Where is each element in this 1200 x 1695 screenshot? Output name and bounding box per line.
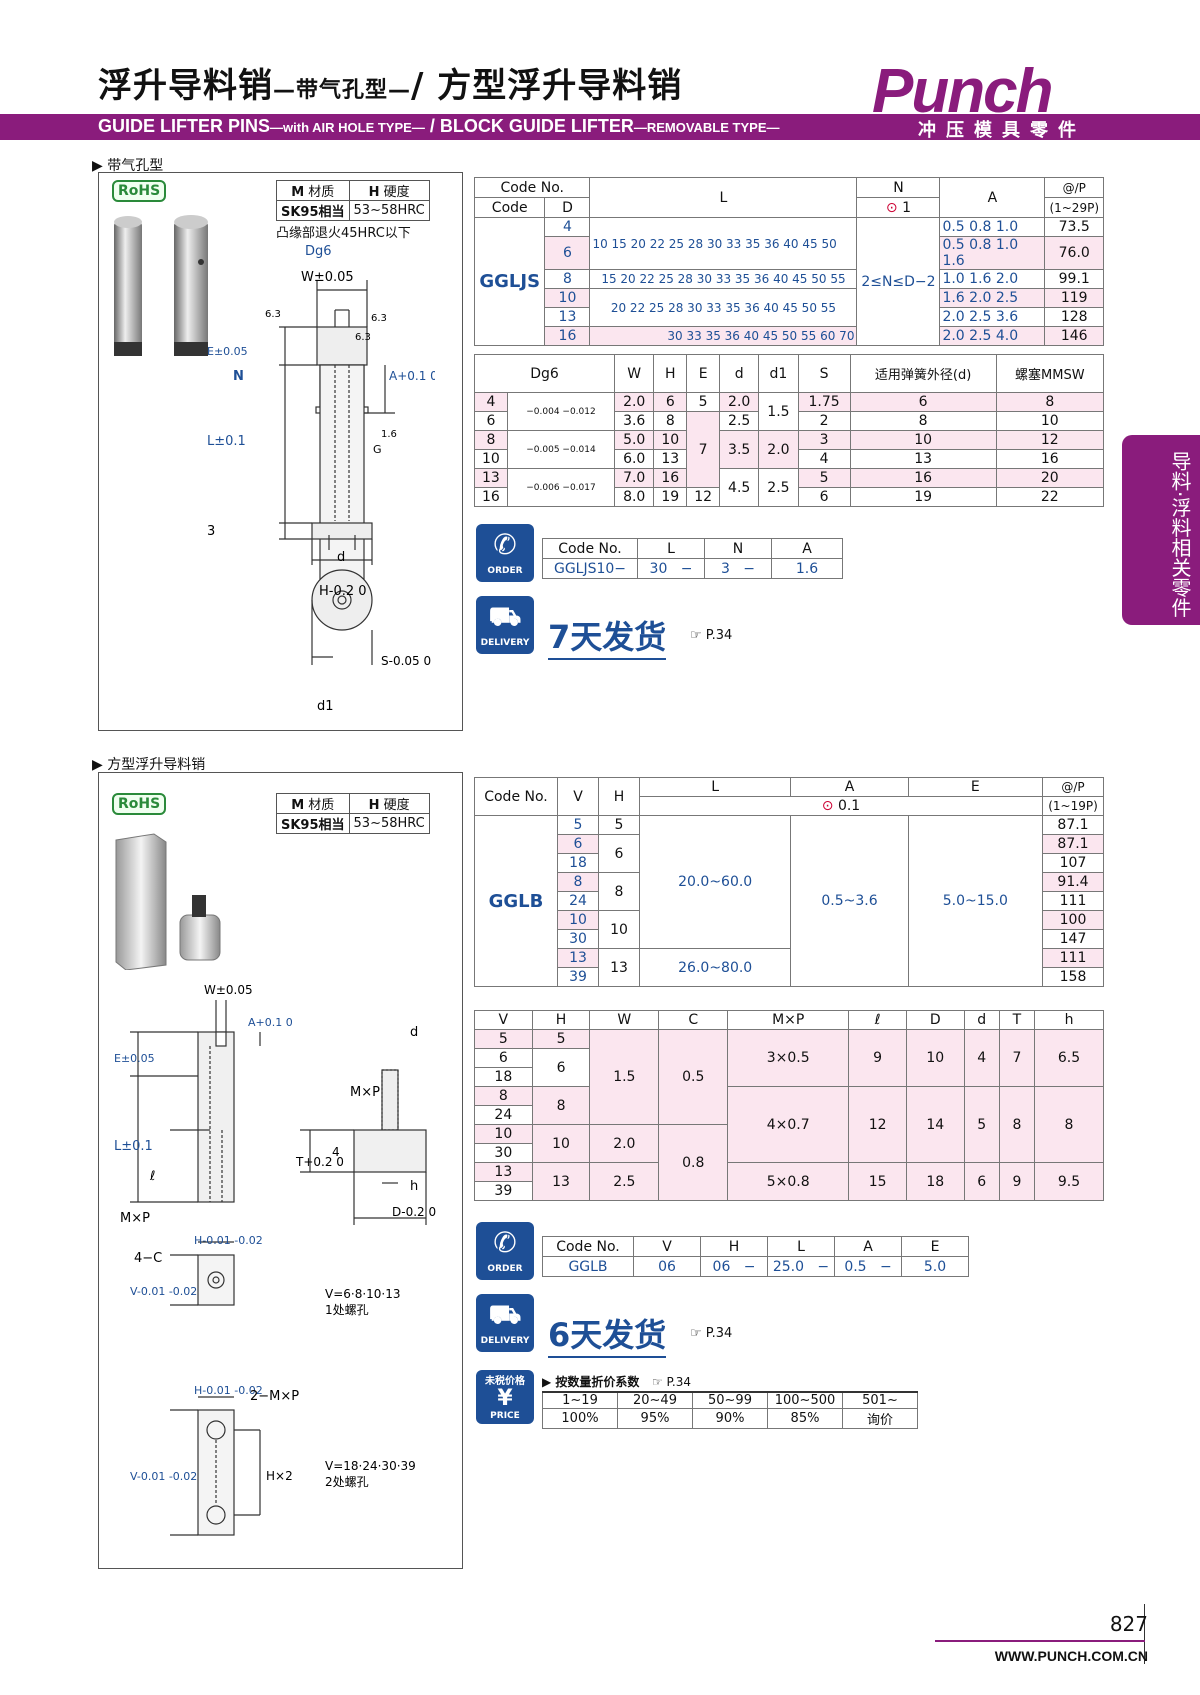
- dim-r16: 1.6: [381, 429, 397, 440]
- delivery-ref-1[interactable]: ☞ P.34: [690, 628, 733, 643]
- delivery-icon-2: ⛟DELIVERY: [476, 1294, 534, 1352]
- delivery-icon: ⛟DELIVERY: [476, 596, 534, 654]
- dim-r63c: 6.3: [355, 332, 371, 343]
- dim-c: 4−C: [134, 1251, 162, 1266]
- section2-title: ▶ 方型浮升导料销: [92, 757, 206, 773]
- dim-d1: d1: [317, 699, 334, 714]
- code-gglj: GGLJS: [473, 217, 546, 346]
- dim-dg6: Dg6: [305, 245, 332, 259]
- section1-title: ▶ 带气孔型: [92, 158, 164, 174]
- order-icon-2: ✆ORDER: [476, 1222, 534, 1280]
- note-v2b: 2处螺孔: [325, 1475, 369, 1489]
- price-icon: 未税价格 ¥ PRICE: [476, 1370, 534, 1424]
- footer-line: [935, 1640, 1145, 1642]
- footer-url[interactable]: WWW.PUNCH.COM.CN: [994, 1648, 1148, 1664]
- order-icon: ✆ORDER: [476, 524, 534, 582]
- section1-drawing-box: [98, 172, 463, 731]
- dim-n: N: [233, 369, 244, 384]
- dim-mp-2: M×P: [350, 1085, 380, 1100]
- note-v1b: 1处螺孔: [325, 1303, 369, 1317]
- dim-a: A+0.1 0: [389, 369, 435, 383]
- section2-drawing-box: [98, 772, 463, 1569]
- dim-mp: M×P: [120, 1211, 150, 1226]
- dim-r63b: 6.3: [371, 313, 387, 324]
- delivery-ref-2[interactable]: ☞ P.34: [690, 1326, 733, 1341]
- dim-r63a: 6.3: [265, 309, 281, 320]
- price-discount-table: 1~19 20~49 50~99 100~500 501~ 100% 95% 9…: [542, 1391, 918, 1429]
- dim-w-2: W±0.05: [204, 983, 253, 997]
- delivery-time-2: 6天发货: [548, 1310, 667, 1358]
- rohs-badge-2: RoHS: [112, 793, 167, 815]
- dim-g: G: [373, 443, 382, 456]
- dim-3: 3: [207, 524, 215, 539]
- annealing-note: 凸缘部退火45HRC以下: [276, 226, 411, 241]
- gglj-dim-table: Dg6 W H E d d1 S 适用弹簧外径(d) 螺塞MMSW 4 −0.0…: [473, 354, 1105, 507]
- dim-d: d: [337, 550, 345, 565]
- block-drawing: W±0.05 E±0.05 A+0.1 0 L±0.1 ℓ M×P d M×P …: [114, 983, 436, 1536]
- dim-h1: H-0.01 -0.02: [194, 1234, 263, 1247]
- gglb-spec-table: Code No. V H L A E @/P ⊙ 0.1 (1~19P) GGL…: [474, 777, 1104, 987]
- brand-subtitle: 冲压模具零件: [918, 120, 1086, 141]
- title-sub: —带气孔型—: [273, 78, 412, 103]
- price-title: ▶ 按数量折价系数 ☞ P.34: [542, 1375, 691, 1389]
- dim-2mp: 2−M×P: [250, 1389, 299, 1404]
- side-tab[interactable]: 导料·浮料相关零件: [1122, 435, 1200, 625]
- pin-drawing: Dg6 W±0.05 6.3 6.3 6.3 E±0.05 N A+0.1 0 …: [207, 245, 435, 714]
- dim-h2: H-0.01 -0.02: [194, 1384, 263, 1397]
- dim-d-large: D-0.2 0: [392, 1205, 436, 1219]
- dim-l: L±0.1: [207, 434, 246, 449]
- code-gglb: GGLB: [474, 815, 558, 987]
- dim-t: T+0.2 0: [295, 1155, 344, 1169]
- order-example-2: Code No. V H L A E GGLB 06 06 − 25.0 − 0…: [542, 1236, 969, 1277]
- dim-ell: ℓ: [149, 1169, 155, 1184]
- dim-w: W±0.05: [301, 270, 354, 285]
- footer-rule: [1144, 1604, 1145, 1664]
- dim-e-2: E±0.05: [114, 1052, 155, 1065]
- title-en: GUIDE LIFTER PINS—with AIR HOLE TYPE— / …: [98, 116, 780, 136]
- title-main-2: / 方型浮升导料销: [411, 66, 683, 106]
- title-banner: [0, 114, 1200, 140]
- dim-s: S-0.05 0: [381, 654, 431, 668]
- dim-v2: V-0.01 -0.02: [130, 1470, 197, 1483]
- delivery-time-1: 7天发货: [548, 612, 667, 660]
- note-v1: V=6·8·10·13: [325, 1287, 401, 1301]
- dim-hx2: H×2: [266, 1469, 293, 1483]
- order-example-1: Code No. L N A GGLJS10− 30 − 3 − 1.6: [542, 538, 843, 579]
- pin-photo: [114, 215, 208, 356]
- dim-l-2: L±0.1: [114, 1139, 153, 1154]
- page-number: 827: [1109, 1612, 1148, 1636]
- note-v2: V=18·24·30·39: [325, 1459, 416, 1473]
- block-photo: [115, 833, 221, 970]
- dim-v1: V-0.01 -0.02: [130, 1285, 197, 1298]
- gglj-spec-table: Code No. L N A @/P Code D ⊙ 1 (1~29P) GG…: [473, 177, 1104, 346]
- rohs-badge: RoHS: [112, 180, 167, 202]
- dim-a-2: A+0.1 0: [248, 1016, 293, 1029]
- page-title: 浮升导料销—带气孔型—/ 方型浮升导料销: [98, 58, 682, 107]
- dim-h-small: h: [410, 1179, 418, 1194]
- dim-d-2: d: [410, 1025, 418, 1040]
- dim-4: 4: [332, 1145, 340, 1159]
- title-main: 浮升导料销: [98, 66, 273, 106]
- dim-e: E±0.05: [207, 345, 248, 358]
- dim-h: H-0.2 0: [319, 584, 367, 599]
